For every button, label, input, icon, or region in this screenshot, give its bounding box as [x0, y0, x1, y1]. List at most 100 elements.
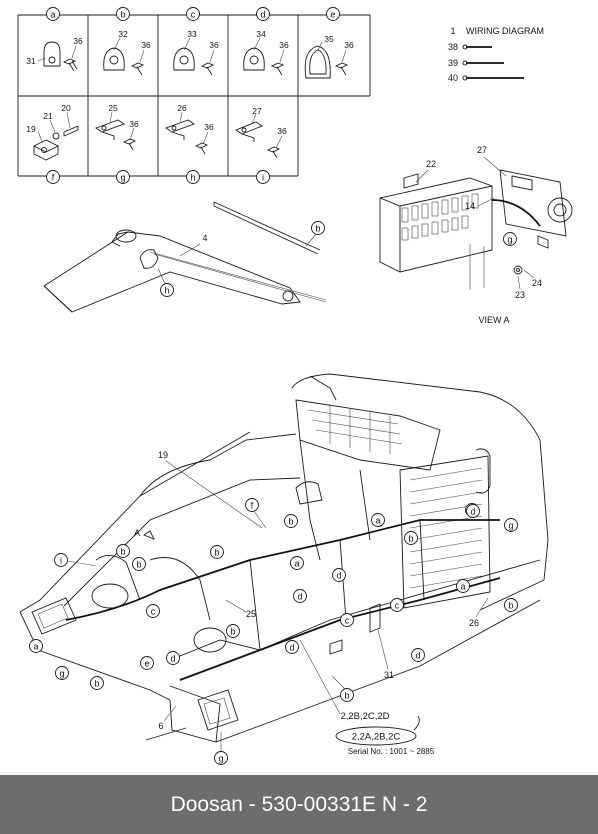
clamp-35: 35 — [324, 34, 334, 44]
svg-text:b: b — [230, 627, 235, 637]
view-a-callout-22: 22 — [426, 159, 436, 169]
main-callout-b-4: b — [404, 531, 418, 545]
footer-f-label: f — [52, 173, 55, 183]
main-callout-a-3: a — [371, 513, 385, 527]
legend-label-wiring-diagram: WIRING DIAGRAM — [466, 26, 544, 36]
footer-bar: Doosan - 530-00331E N - 2 — [0, 775, 598, 834]
footer-h: h — [186, 170, 200, 184]
header-e-label: e — [330, 10, 335, 20]
boom-callout-b: b — [311, 221, 325, 235]
cell-c: 33 36 — [173, 29, 219, 76]
view-a-callout-g: g — [503, 232, 517, 246]
right-lamp-icon — [197, 689, 239, 731]
bolt-36-b: 36 — [141, 40, 151, 50]
svg-text:d: d — [415, 651, 420, 661]
main-callout-c-1: c — [146, 604, 160, 618]
bolt-36-e: 36 — [344, 40, 354, 50]
cell-e: 35 36 — [304, 34, 354, 79]
svg-text:a: a — [460, 582, 465, 592]
clamp-32: 32 — [118, 29, 128, 39]
svg-text:g: g — [507, 235, 512, 245]
header-d-label: d — [260, 10, 265, 20]
main-callout-b-2: b — [210, 545, 224, 559]
main-callout-d-2: d — [293, 589, 307, 603]
main-callout-i: i — [54, 553, 68, 567]
svg-text:d: d — [170, 654, 175, 664]
svg-text:c: c — [345, 616, 350, 626]
bolt-36-g: 36 — [129, 119, 139, 129]
main-callout-g-2: g — [504, 518, 518, 532]
main-callout-25: 25 — [246, 609, 256, 619]
boom-view: 4 b h — [43, 201, 327, 313]
footer-g-label: g — [120, 173, 125, 183]
main-callout-b-9: b — [340, 688, 354, 702]
footer-i-label: i — [262, 173, 264, 183]
main-callout-a-4: a — [456, 579, 470, 593]
main-callout-26: 26 — [469, 618, 479, 628]
header-b: b — [116, 7, 130, 21]
cable-tie-39-icon — [462, 60, 504, 66]
svg-text:a: a — [375, 516, 380, 526]
footer-f: f — [46, 170, 60, 184]
main-callout-c-2: c — [340, 613, 354, 627]
main-view: 19 A f i b b b b b b b b b a a a a a g g… — [19, 373, 549, 765]
part-19: 19 — [26, 124, 36, 134]
cell-a: 31 36 — [26, 36, 83, 72]
boom-harness-4: 4 — [202, 233, 207, 243]
cable-tie-40-icon — [462, 75, 524, 81]
svg-text:b: b — [315, 224, 320, 234]
part-26: 26 — [177, 103, 187, 113]
main-callout-c-3: c — [390, 598, 404, 612]
svg-text:g: g — [218, 754, 223, 764]
parts-table: a b c d e 31 36 32 36 — [17, 7, 371, 184]
svg-text:b: b — [288, 517, 293, 527]
main-callout-b-8: b — [504, 598, 518, 612]
main-callout-b-7: b — [90, 676, 104, 690]
cable-tie-38-icon — [462, 44, 492, 50]
header-b-label: b — [120, 10, 125, 20]
cell-h: 26 36 — [165, 103, 214, 155]
serial-range: Serial No. : 1001 ~ 2885 — [348, 747, 435, 756]
main-callout-19: 19 — [158, 450, 168, 460]
cell-b: 32 36 — [103, 29, 151, 76]
main-callout-b-6: b — [226, 624, 240, 638]
svg-text:b: b — [408, 534, 413, 544]
svg-text:d: d — [289, 643, 294, 653]
bolt-36-h: 36 — [204, 122, 214, 132]
clamp-31: 31 — [26, 56, 36, 66]
view-a-callout-27: 27 — [477, 145, 487, 155]
footer-g: g — [116, 170, 130, 184]
part-25: 25 — [108, 103, 118, 113]
footer-i: i — [256, 170, 270, 184]
header-d: d — [256, 7, 270, 21]
view-a-callout-23: 23 — [515, 290, 525, 300]
main-callout-6: 6 — [158, 721, 163, 731]
main-callout-g-3: g — [214, 751, 228, 765]
svg-text:b: b — [120, 547, 125, 557]
svg-text:c: c — [151, 607, 156, 617]
view-a-callout-14: 14 — [465, 201, 475, 211]
wiring-harness-diagram: a b c d e 31 36 32 36 — [17, 7, 573, 765]
svg-text:b: b — [344, 691, 349, 701]
cell-i: 27 36 — [235, 106, 287, 159]
clamp-34: 34 — [256, 29, 266, 39]
header-c: c — [186, 7, 200, 21]
bolt-36-c: 36 — [209, 40, 219, 50]
svg-text:b: b — [136, 560, 141, 570]
main-callout-a-2: a — [290, 556, 304, 570]
legend-num-38: 38 — [448, 42, 458, 52]
variant-top-label: 2,2B,2C,2D — [340, 711, 389, 722]
view-a: 22 27 14 g 23 24 VIEW A — [379, 145, 573, 325]
svg-text:e: e — [144, 659, 149, 669]
main-callout-A: A — [134, 528, 140, 538]
svg-text:c: c — [395, 601, 400, 611]
svg-text:b: b — [214, 548, 219, 558]
clamp-33: 33 — [187, 29, 197, 39]
main-callout-b-3: b — [284, 514, 298, 528]
main-callout-d-4: d — [466, 504, 480, 518]
view-a-callout-24: 24 — [532, 278, 542, 288]
boom-callout-h: h — [160, 283, 174, 297]
variant-ellipse-label: 2,2A,2B,2C — [352, 732, 401, 743]
view-a-title: VIEW A — [478, 315, 509, 325]
legend-num-39: 39 — [448, 58, 458, 68]
